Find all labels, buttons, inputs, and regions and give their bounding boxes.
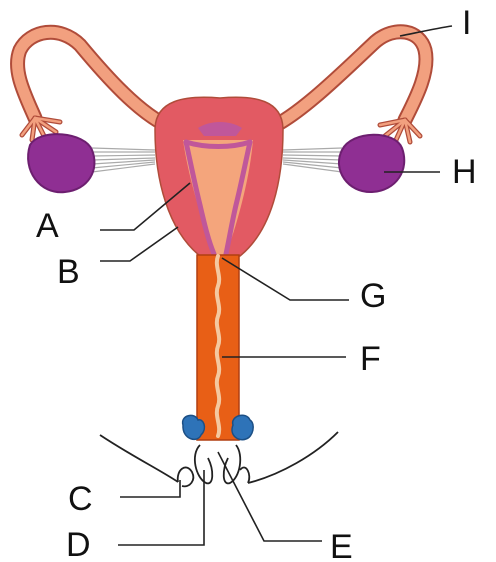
vaginal-rugae-line: [217, 256, 219, 436]
labia-majora-right: [240, 467, 249, 483]
label-h: H: [452, 153, 477, 191]
uterus: [155, 97, 283, 256]
label-i: I: [462, 4, 471, 42]
left-ovary: [28, 134, 94, 192]
label-b: B: [57, 253, 80, 291]
label-a: A: [36, 207, 59, 245]
right-ovary: [339, 135, 404, 192]
left-outer-contour: [100, 435, 178, 482]
right-outer-contour: [248, 432, 338, 483]
labels: A B C D E F G H I: [36, 4, 477, 562]
label-g: G: [360, 277, 386, 315]
leader-line-d: [118, 470, 204, 545]
leader-line-g: [222, 258, 349, 300]
leader-line-e: [218, 452, 322, 541]
leader-line-b: [100, 227, 178, 261]
label-d: D: [66, 526, 91, 562]
leader-line-c: [120, 480, 180, 497]
label-f: F: [360, 340, 381, 378]
label-c: C: [68, 480, 93, 518]
vagina: [197, 255, 239, 440]
label-e: E: [330, 528, 353, 562]
right-gland: [232, 415, 253, 439]
